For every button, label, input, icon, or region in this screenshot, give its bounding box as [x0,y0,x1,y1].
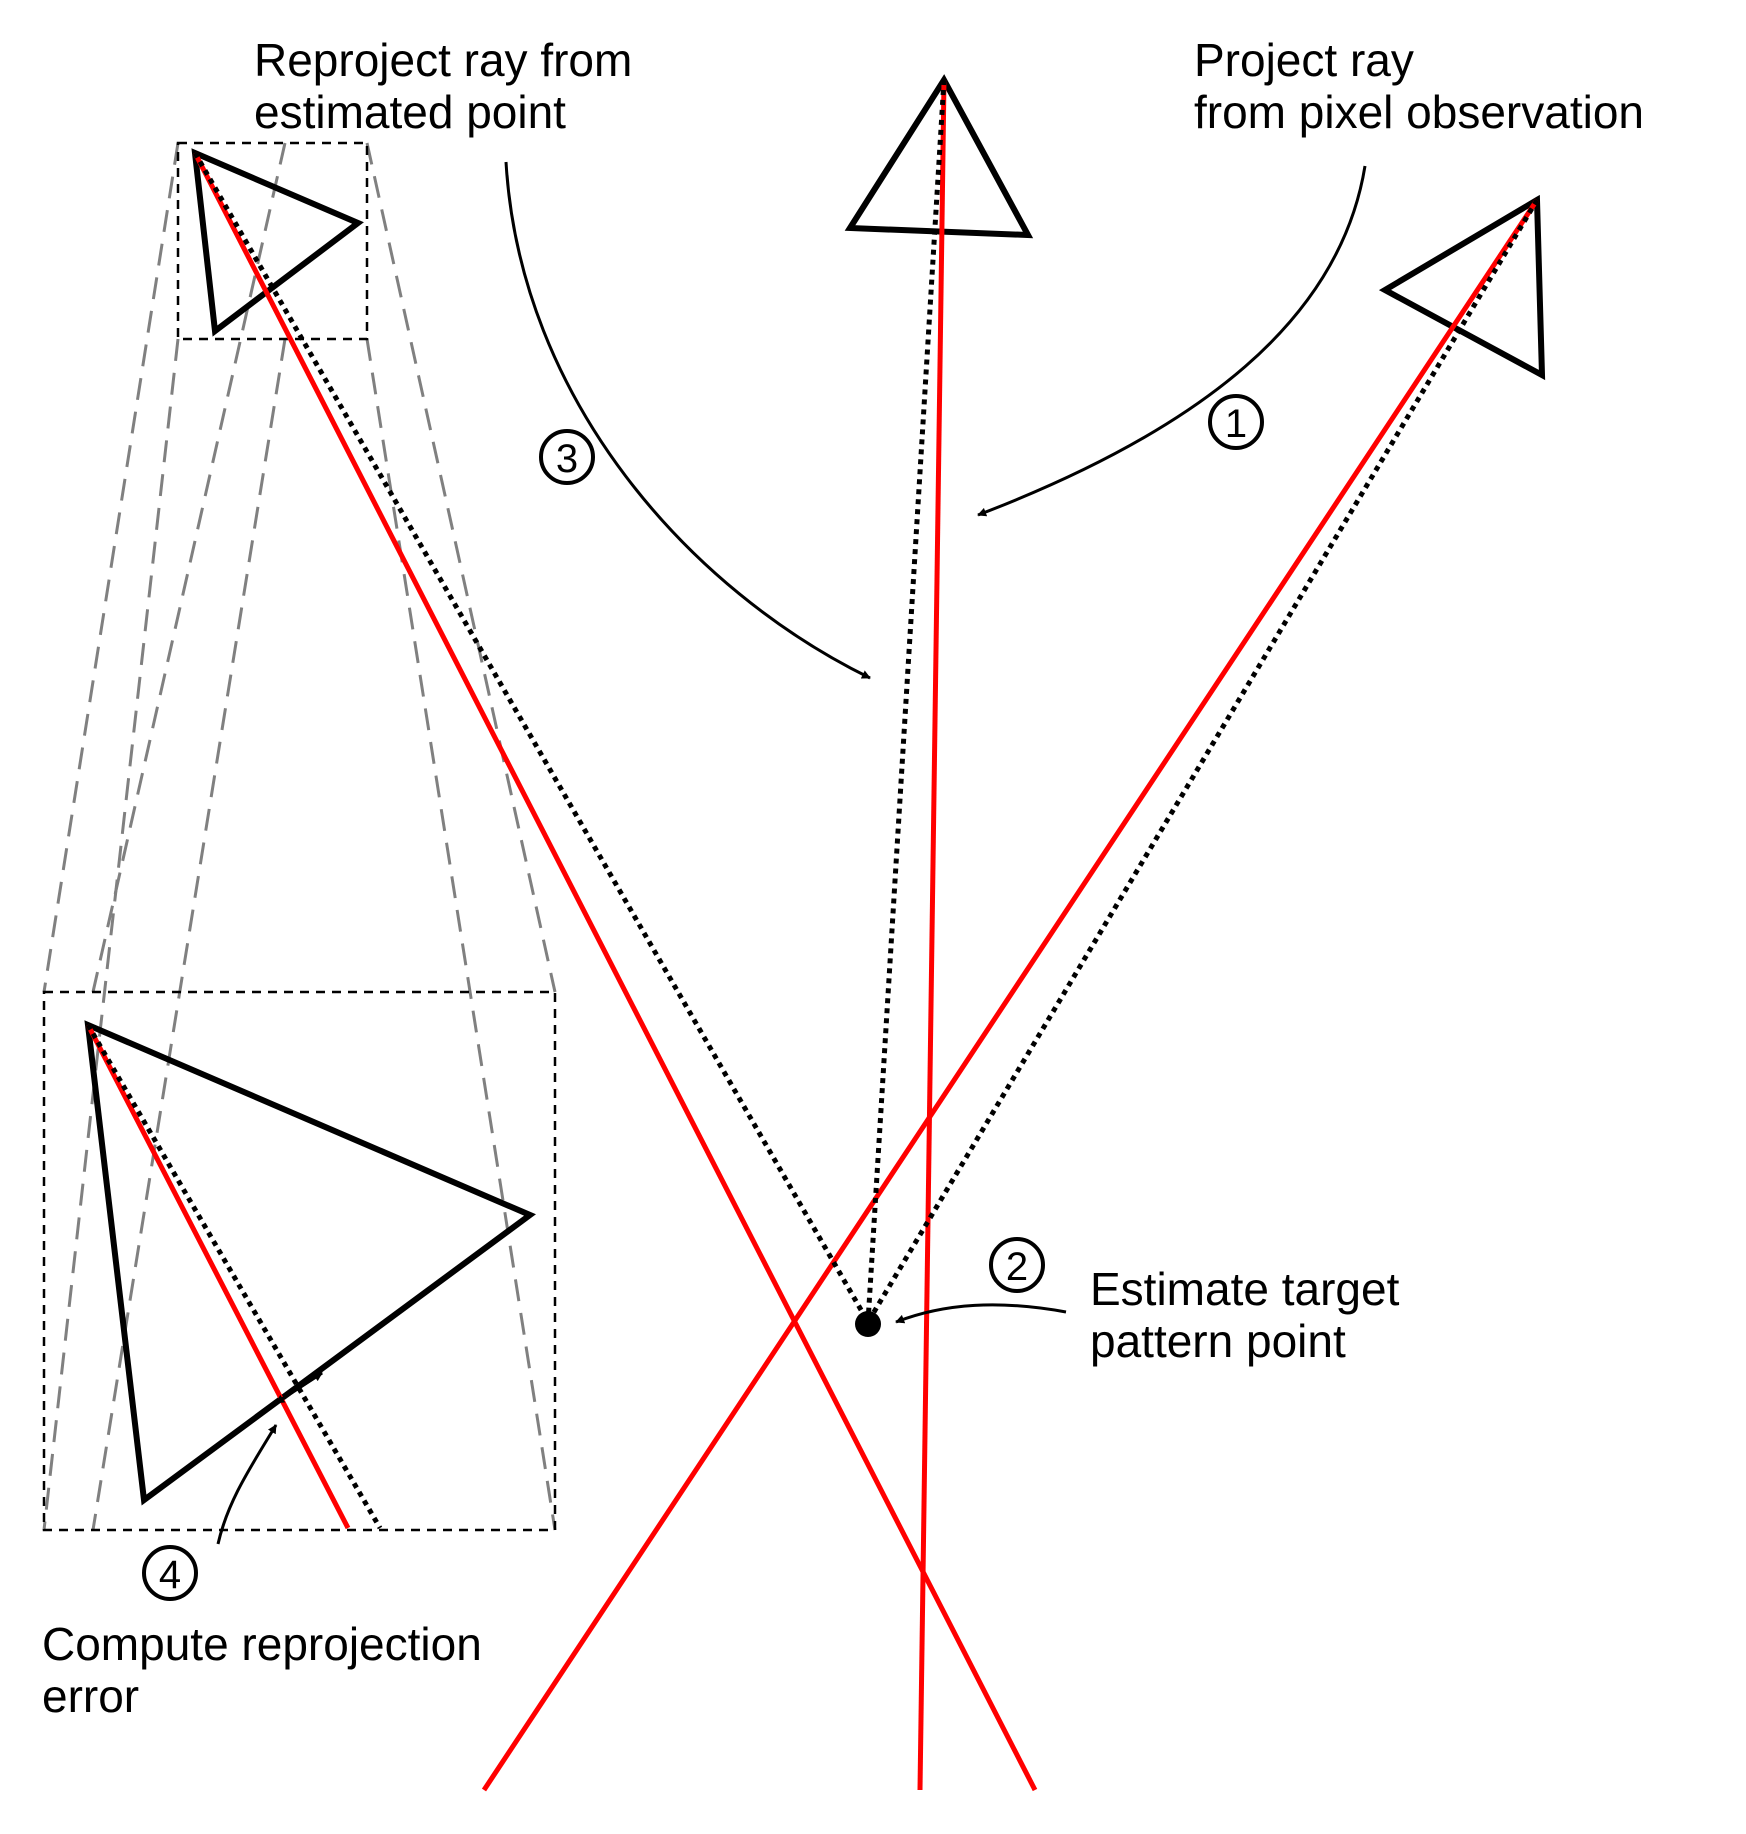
right-reprojected-ray [865,198,1540,1324]
estimate-label-line2: pattern point [1090,1315,1346,1367]
step-markers: 1 2 3 4 [142,394,1264,1601]
top-camera-icon [844,74,1034,239]
zoom-guide-line [42,142,180,993]
inset-ray [85,1023,351,1530]
compute-label-line2: error [42,1670,139,1722]
inset-camera-icon [84,1020,536,1506]
step4-arrow-to-intersection [216,1424,278,1545]
step3-arrow [504,161,871,680]
project-label-line2: from pixel observation [1194,86,1644,138]
error-arrow-from-ray-reverse [275,1371,323,1405]
zoom-guide-line [91,142,287,993]
cameras [84,74,1546,1506]
zoom-source-box [176,141,369,341]
compute-label-line1: Compute reprojection [42,1618,482,1670]
step-4-number: 4 [159,1553,181,1597]
step-4-marker: 4 [142,1545,198,1601]
reproject-label-line2: estimated point [254,86,566,138]
project-label-line1: Project ray [1194,34,1414,86]
left-reprojected-ray [192,151,871,1324]
estimated-target-point [855,1311,881,1337]
inset-reprojected-ray [85,1023,383,1530]
projected-rays [85,79,1540,1792]
step-1-marker: 1 [1208,394,1264,450]
step-3-number: 3 [556,437,578,481]
reproject-label-line1: Reproject ray from [254,34,632,86]
right-camera-icon [1378,194,1546,381]
reprojected-rays [85,79,1540,1530]
zoom-guide-line [365,142,557,993]
zoom-inset-box [42,990,557,1532]
top-reprojected-ray [865,79,947,1323]
zoom-guide-line [42,338,180,1531]
step1-arrow [977,165,1367,517]
annotation-arrows [216,161,1367,1545]
step-2-number: 2 [1006,1245,1028,1289]
step2-arrow [895,1303,1067,1324]
left-camera-icon [191,148,364,337]
step-2-marker: 2 [989,1237,1045,1293]
step-1-number: 1 [1225,402,1247,446]
zoom-guide-line [365,338,557,1531]
labels: Reproject ray from estimated point Proje… [42,34,1644,1722]
right-camera-ray [481,198,1540,1792]
estimate-label-line1: Estimate target [1090,1263,1400,1315]
top-camera-ray [917,79,947,1791]
left-camera-ray [192,151,1038,1792]
step-3-marker: 3 [539,429,595,485]
